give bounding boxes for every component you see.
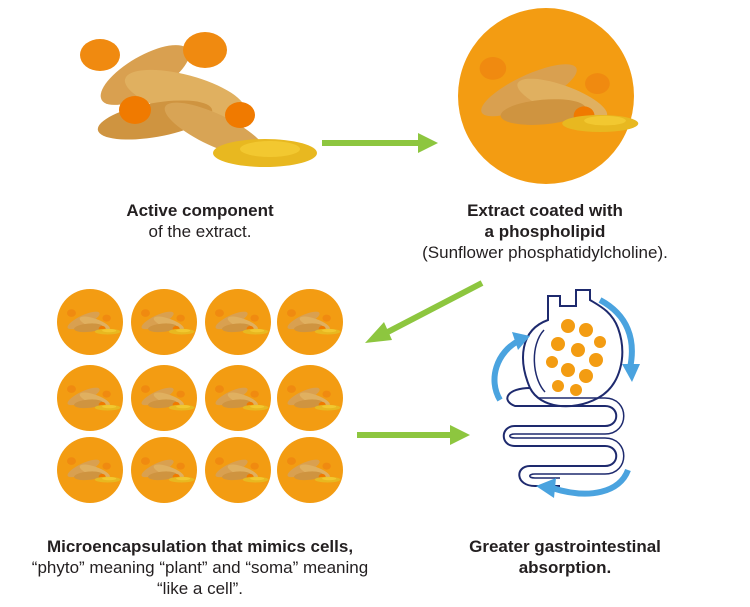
step2-title-line2: a phospholipid [484,222,606,241]
phytosome-capsule-icon [57,289,123,355]
phytosome-capsule-icon [277,365,343,431]
phytosome-capsule-icon [205,365,271,431]
step3-caption: Microencapsulation that mimics cells, “p… [0,536,400,599]
step4-title-line1: Greater gastrointestinal [469,537,661,556]
phytosome-capsule-icon [131,437,197,503]
phytosome-capsule-icon [277,289,343,355]
step4-title-line2: absorption. [518,558,612,577]
arrow-step2-to-step3 [365,280,484,343]
turmeric-root-icon [80,32,317,167]
phytosome-capsule-icon [57,365,123,431]
arrow-step1-to-step2 [322,133,438,153]
arrow-step3-to-step4 [357,425,470,445]
step2-title-line1: Extract coated with [467,201,623,220]
phytosome-capsule-icon [131,289,197,355]
step1-title: Active component [126,201,274,220]
step2-desc: (Sunflower phosphatidylcholine). [422,243,668,262]
step3-desc-line1: “phyto” meaning “plant” and “soma” meani… [31,558,369,577]
phytosome-capsule-grid [57,289,343,503]
step3-title: Microencapsulation that mimics cells, [46,537,354,556]
step1-desc: of the extract. [148,222,252,241]
digestive-tract-icon [491,289,640,498]
step2-caption: Extract coated with a phospholipid (Sunf… [390,200,700,263]
step4-caption: Greater gastrointestinal absorption. [445,536,685,578]
step3-desc-line2: “like a cell”. [157,579,243,598]
phytosome-capsule-icon [205,437,271,503]
phytosome-capsule-icon [57,437,123,503]
phytosome-capsule-icon [277,437,343,503]
phytosome-capsule-icon [205,289,271,355]
coated-extract-icon [458,8,639,184]
phytosome-capsule-icon [131,365,197,431]
step1-caption: Active component of the extract. [80,200,320,242]
